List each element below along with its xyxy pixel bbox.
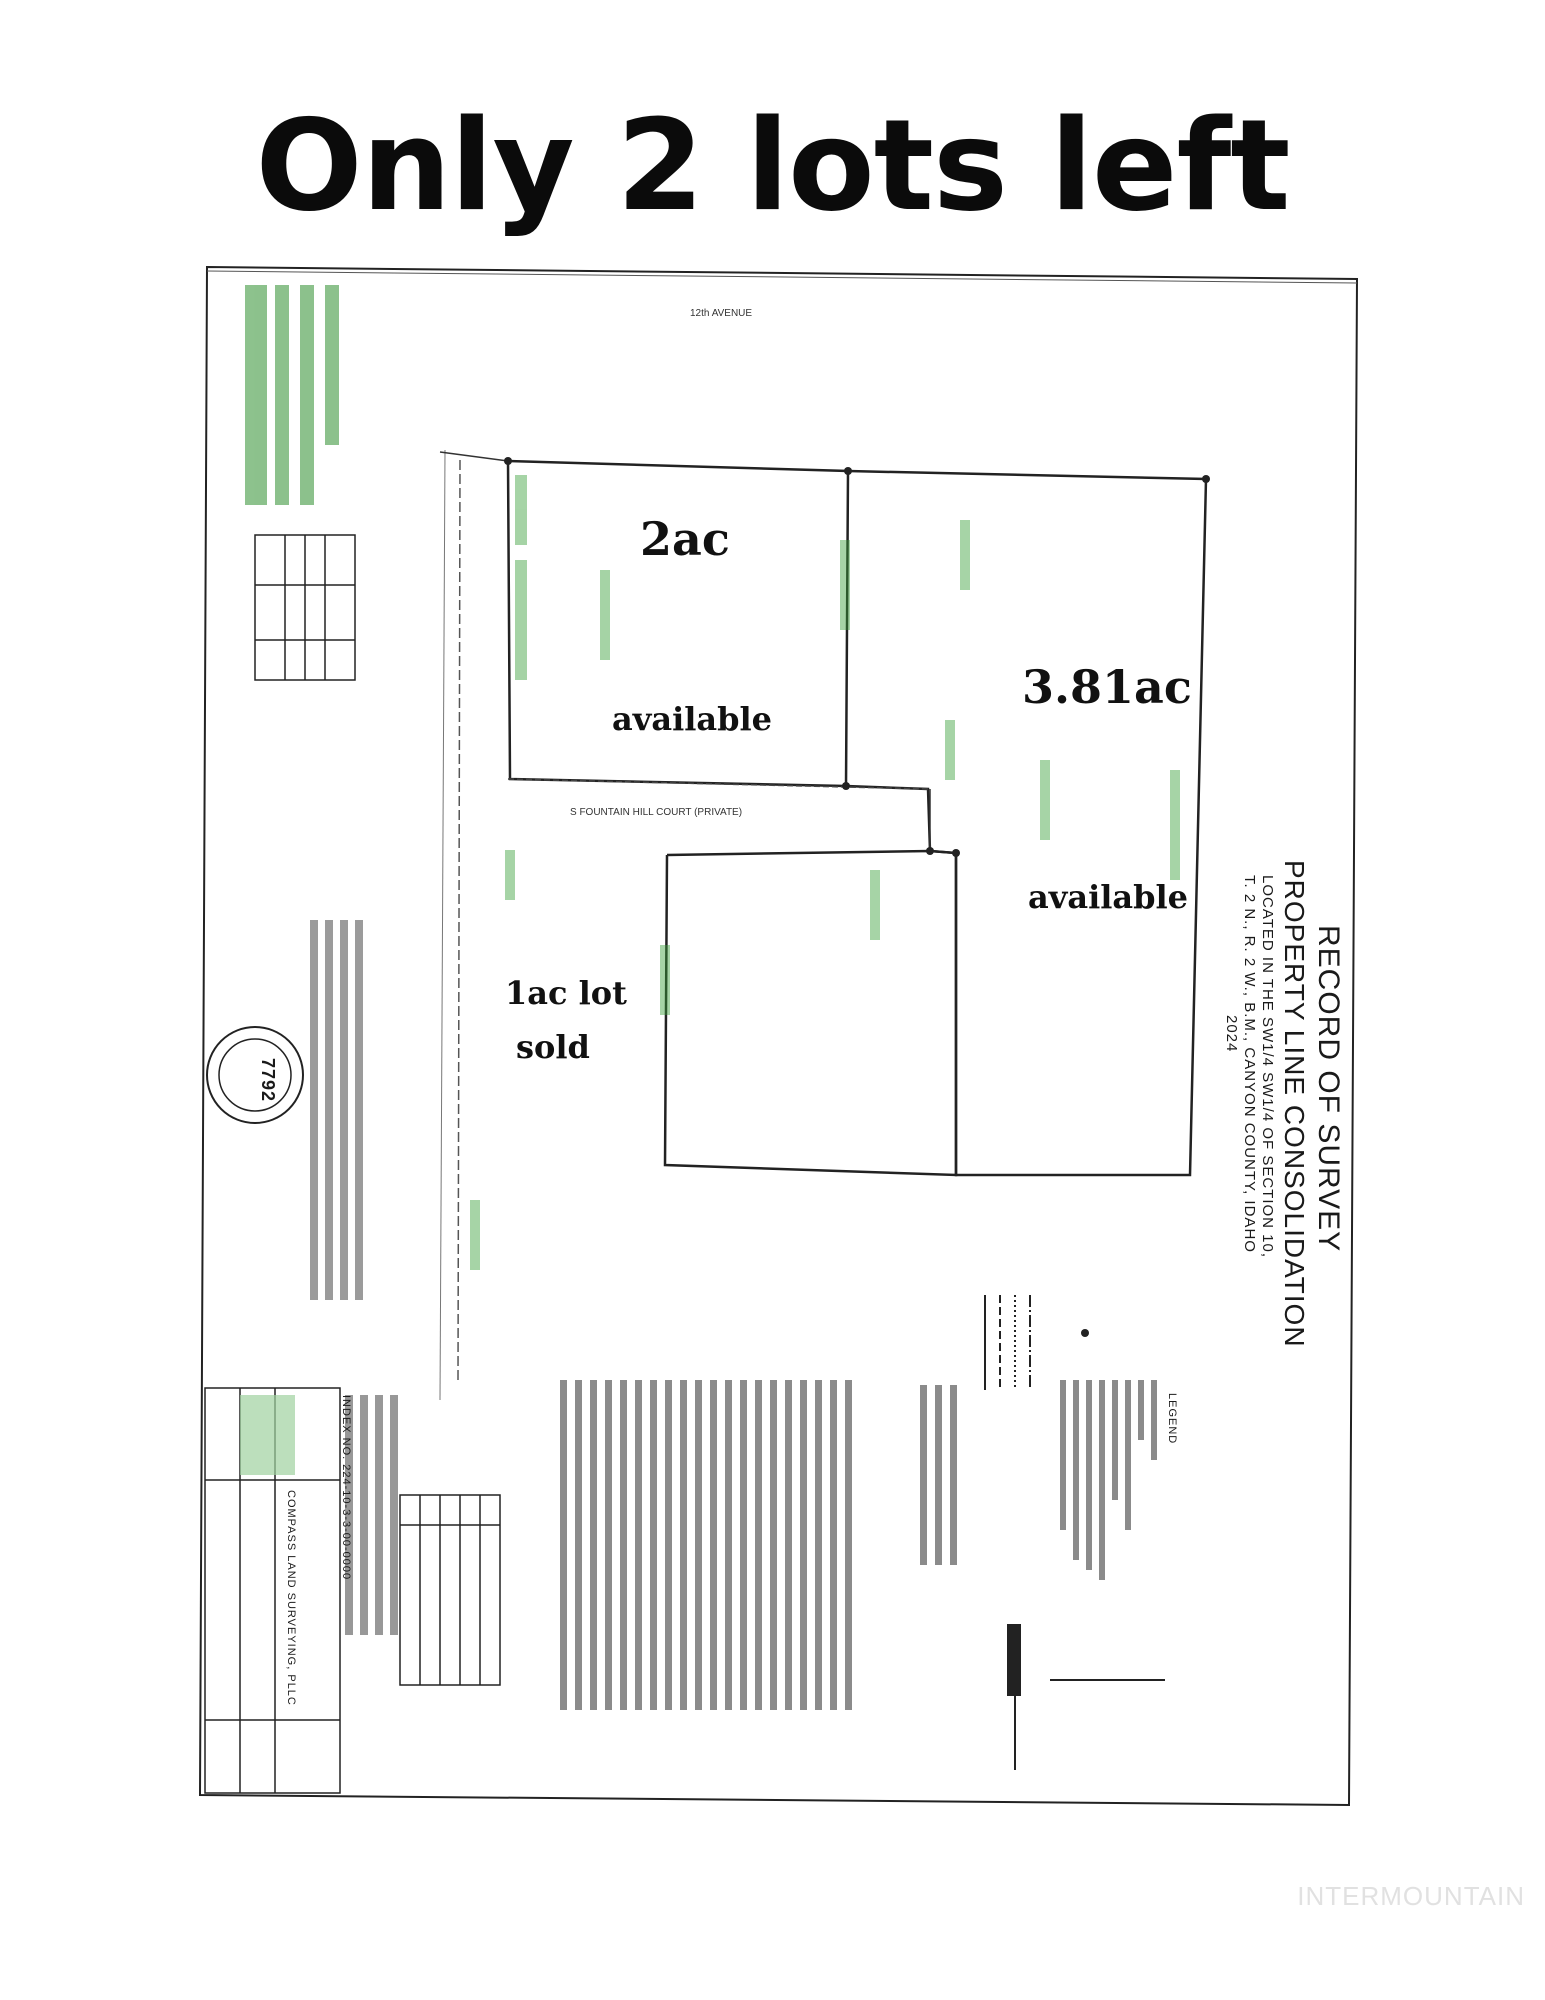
line-table: [254, 534, 356, 681]
parcel-c-boundary: [663, 849, 958, 1177]
survey-title-2: PROPERTY LINE CONSOLIDATION: [1279, 860, 1310, 1348]
street-private-label: S FOUNTAIN HILL COURT (PRIVATE): [570, 807, 743, 818]
headline: Only 2 lots left: [255, 92, 1290, 239]
survey-title-4: T. 2 N., R. 2 W., B.M., CANYON COUNTY, I…: [1241, 875, 1258, 1253]
sheet-border: [198, 265, 1359, 1807]
survey-title-5: 2024: [1223, 1015, 1240, 1053]
scale-bar: [1007, 1624, 1165, 1770]
lot-b-size: 3.81ac: [1022, 660, 1192, 714]
lot-b-status: available: [1028, 878, 1188, 916]
lot-c-line1: 1ac lot: [505, 974, 627, 1012]
lot-a-size: 2ac: [640, 512, 730, 566]
lot-c-line2: sold: [516, 1028, 590, 1066]
street-top-label: 12th AVENUE: [690, 308, 753, 319]
index-no: INDEX NO. 224-10-3-3-00-0000: [340, 1395, 352, 1581]
survey-title-1: RECORD OF SURVEY: [1312, 925, 1345, 1253]
legend-title: LEGEND: [1166, 1393, 1178, 1445]
firm-name: COMPASS LAND SURVEYING, PLLC: [285, 1490, 297, 1706]
watermark: INTERMOUNTAIN: [1297, 1881, 1525, 1911]
curve-table: [399, 1494, 501, 1686]
parcel-b-boundary: [845, 469, 1208, 1177]
compass-logo: [240, 1395, 295, 1475]
surveyor-seal: [206, 1026, 304, 1124]
seal-number: 7792: [258, 1058, 278, 1103]
lot-a-status: available: [612, 700, 772, 738]
survey-title-3: LOCATED IN THE SW1/4 SW1/4 OF SECTION 10…: [1259, 875, 1276, 1259]
